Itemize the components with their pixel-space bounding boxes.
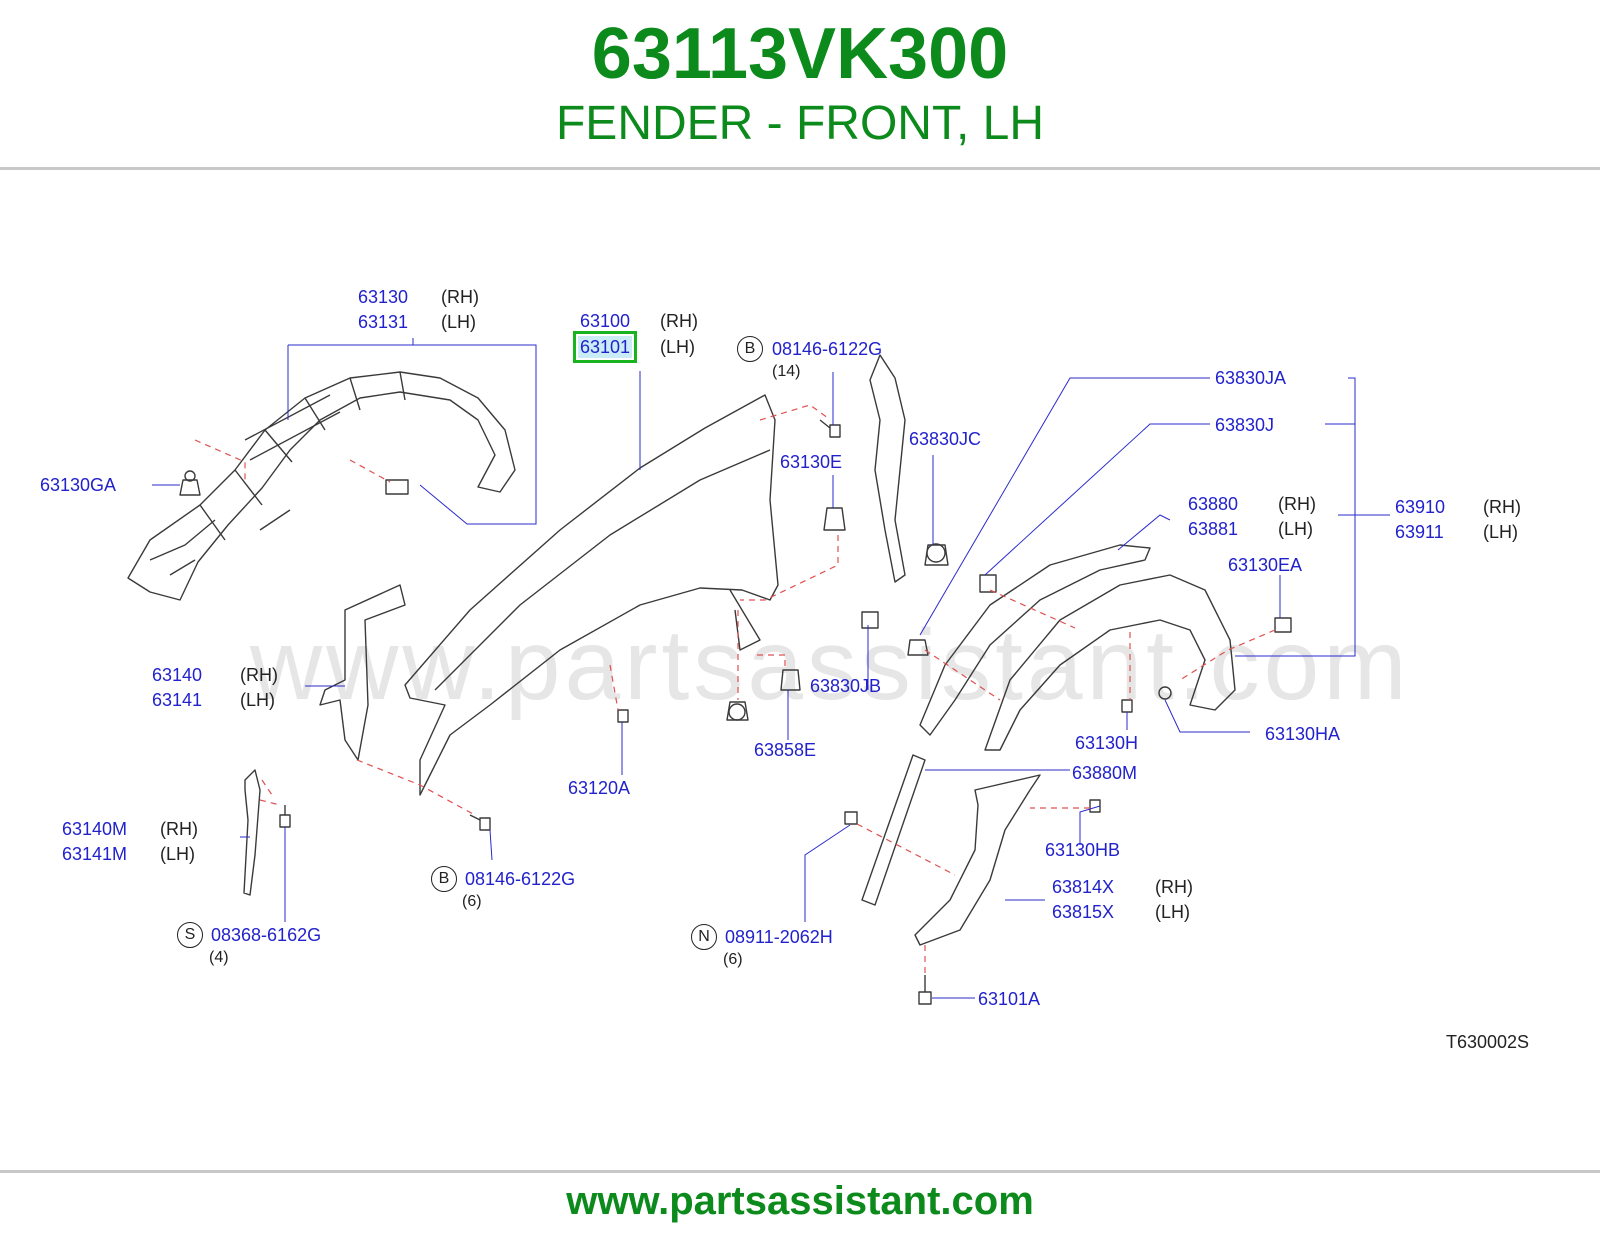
fender-liner-drawing	[127, 371, 516, 601]
label-63141M[interactable]: 63141M	[62, 844, 128, 864]
label-63910[interactable]: 63910	[1395, 497, 1446, 517]
label-63131[interactable]: 63131	[358, 312, 409, 332]
label-63910-side: (RH)	[1483, 497, 1521, 517]
label-63881[interactable]: 63881	[1188, 519, 1239, 539]
label-63130E[interactable]: 63130E	[780, 452, 843, 472]
callout-b-icon: B	[737, 336, 763, 362]
label-08368-6162G[interactable]: 08368-6162G	[211, 925, 322, 945]
label-63100-side: (RH)	[660, 311, 698, 331]
label-63130HB[interactable]: 63130HB	[1045, 840, 1121, 860]
label-63130EA[interactable]: 63130EA	[1228, 555, 1303, 575]
label-63101A[interactable]: 63101A	[978, 989, 1041, 1009]
qty-08368-6162G: (4)	[209, 949, 229, 966]
strip-drawing	[861, 754, 926, 906]
watermark: www.partsassistant.com	[250, 609, 1411, 721]
qty-08146-6122G-top: (14)	[772, 363, 801, 380]
label-63130HA[interactable]: 63130HA	[1265, 724, 1341, 744]
label-63130H[interactable]: 63130H	[1075, 733, 1139, 753]
label-63880-side: (RH)	[1278, 494, 1316, 514]
label-63141M-side: (LH)	[160, 844, 195, 864]
label-63140M[interactable]: 63140M	[62, 819, 128, 839]
label-08146-6122G-top[interactable]: 08146-6122G	[772, 339, 883, 359]
footer-url[interactable]: www.partsassistant.com	[566, 1179, 1034, 1223]
label-63141[interactable]: 63141	[152, 690, 203, 710]
label-63140M-side: (RH)	[160, 819, 198, 839]
assembly-lines	[194, 404, 1276, 975]
mudguard-drawing	[914, 774, 1041, 946]
label-63140-side: (RH)	[240, 665, 278, 685]
callout-b-icon: B	[431, 866, 457, 892]
label-63814X-side: (RH)	[1155, 877, 1193, 897]
label-63100[interactable]: 63100	[580, 311, 631, 331]
label-63140[interactable]: 63140	[152, 665, 203, 685]
label-63141-side: (LH)	[240, 690, 275, 710]
seal-drawing	[869, 354, 906, 583]
label-63815X-side: (LH)	[1155, 902, 1190, 922]
fastener-drawings	[179, 419, 1292, 1005]
flare-drawing	[919, 544, 1236, 751]
label-63130GA[interactable]: 63130GA	[40, 475, 117, 495]
label-63101-highlighted[interactable]: 63101	[572, 331, 638, 363]
callout-n-icon: N	[691, 924, 717, 950]
qty-08146-6122G-bottom: (6)	[462, 893, 482, 910]
label-63120A[interactable]: 63120A	[568, 778, 631, 798]
label-63858E[interactable]: 63858E	[754, 740, 817, 760]
label-63911[interactable]: 63911	[1395, 522, 1444, 542]
label-63130[interactable]: 63130	[358, 287, 409, 307]
footer-divider	[0, 1170, 1600, 1173]
label-63101-side: (LH)	[660, 337, 695, 357]
stay-drawing	[243, 769, 261, 896]
bracket-drawing	[319, 584, 406, 761]
label-63814X[interactable]: 63814X	[1052, 877, 1115, 897]
diagram-code: T630002S	[1446, 1032, 1530, 1052]
qty-08911-2062H: (6)	[723, 951, 743, 968]
label-63815X[interactable]: 63815X	[1052, 902, 1115, 922]
label-63880M[interactable]: 63880M	[1072, 763, 1138, 783]
label-63130-side: (RH)	[441, 287, 479, 307]
header-divider	[0, 167, 1600, 170]
label-63881-side: (LH)	[1278, 519, 1313, 539]
label-63830JA[interactable]: 63830JA	[1215, 368, 1287, 388]
leader-lines	[152, 338, 1390, 999]
label-63830JB[interactable]: 63830JB	[810, 676, 882, 696]
label-63830J[interactable]: 63830J	[1215, 415, 1275, 435]
label-63131-side: (LH)	[441, 312, 476, 332]
part-description: FENDER - FRONT, LH	[555, 97, 1044, 150]
fender-panel-drawing	[404, 394, 779, 796]
part-number-title: 63113VK300	[591, 14, 1009, 94]
label-08911-2062H[interactable]: 08911-2062H	[725, 927, 833, 947]
label-63880[interactable]: 63880	[1188, 494, 1239, 514]
label-63911-side: (LH)	[1483, 522, 1518, 542]
callout-s-icon: S	[177, 922, 203, 948]
label-08146-6122G-bottom[interactable]: 08146-6122G	[465, 869, 576, 889]
label-63830JC[interactable]: 63830JC	[909, 429, 982, 449]
